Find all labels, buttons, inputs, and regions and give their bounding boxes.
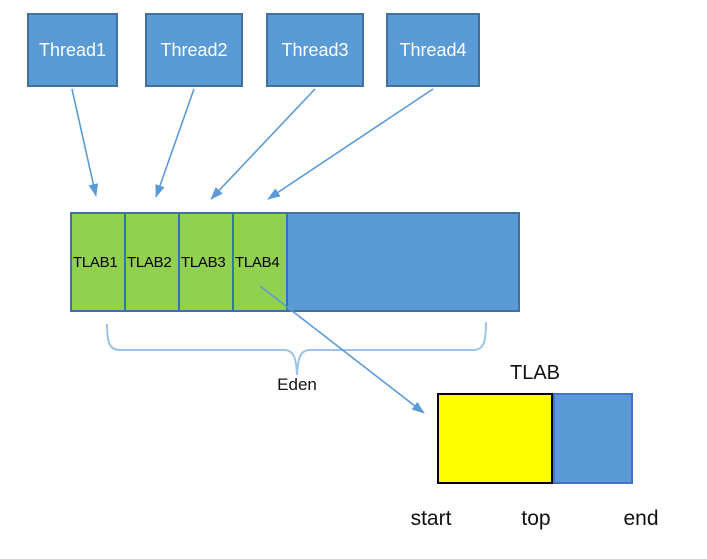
thread4-to-tlab4-arrow — [267, 88, 434, 200]
thread-box-4: Thread4 — [386, 13, 480, 87]
eden-region-bar: TLAB1 TLAB2 TLAB3 TLAB4 — [70, 212, 520, 312]
tlab-cell-1-label: TLAB1 — [73, 253, 118, 271]
thread-box-3-label: Thread3 — [281, 39, 349, 60]
eden-free-space — [288, 214, 518, 310]
thread-box-2: Thread2 — [145, 13, 243, 87]
pointer-label-top: top — [521, 507, 551, 530]
eden-brace — [106, 321, 487, 376]
thread-box-1-label: Thread1 — [38, 39, 107, 60]
thread-box-3: Thread3 — [266, 13, 364, 87]
tlab-cell-4: TLAB4 — [234, 214, 288, 310]
tlab-used-region — [437, 393, 553, 484]
thread-box-2-label: Thread2 — [160, 39, 228, 60]
tlab-cell-1: TLAB1 — [72, 214, 126, 310]
thread-box-1: Thread1 — [27, 13, 118, 87]
thread3-to-tlab3-arrow — [210, 88, 316, 200]
tlab-cell-2-label: TLAB2 — [127, 253, 172, 271]
tlab-cell-4-label: TLAB4 — [235, 253, 280, 271]
tlab-cell-2: TLAB2 — [126, 214, 180, 310]
thread2-to-tlab2-arrow — [155, 88, 195, 198]
eden-label: Eden — [277, 375, 317, 394]
pointer-label-start: start — [410, 507, 452, 530]
pointer-label-end: end — [623, 507, 659, 530]
tlab-detail-title: TLAB — [509, 362, 561, 384]
thread-box-4-label: Thread4 — [399, 39, 467, 60]
tlab-cell-3-label: TLAB3 — [181, 253, 226, 271]
tlab-free-region — [553, 393, 633, 484]
thread1-to-tlab1-arrow — [71, 88, 99, 197]
tlab-cell-3: TLAB3 — [180, 214, 234, 310]
